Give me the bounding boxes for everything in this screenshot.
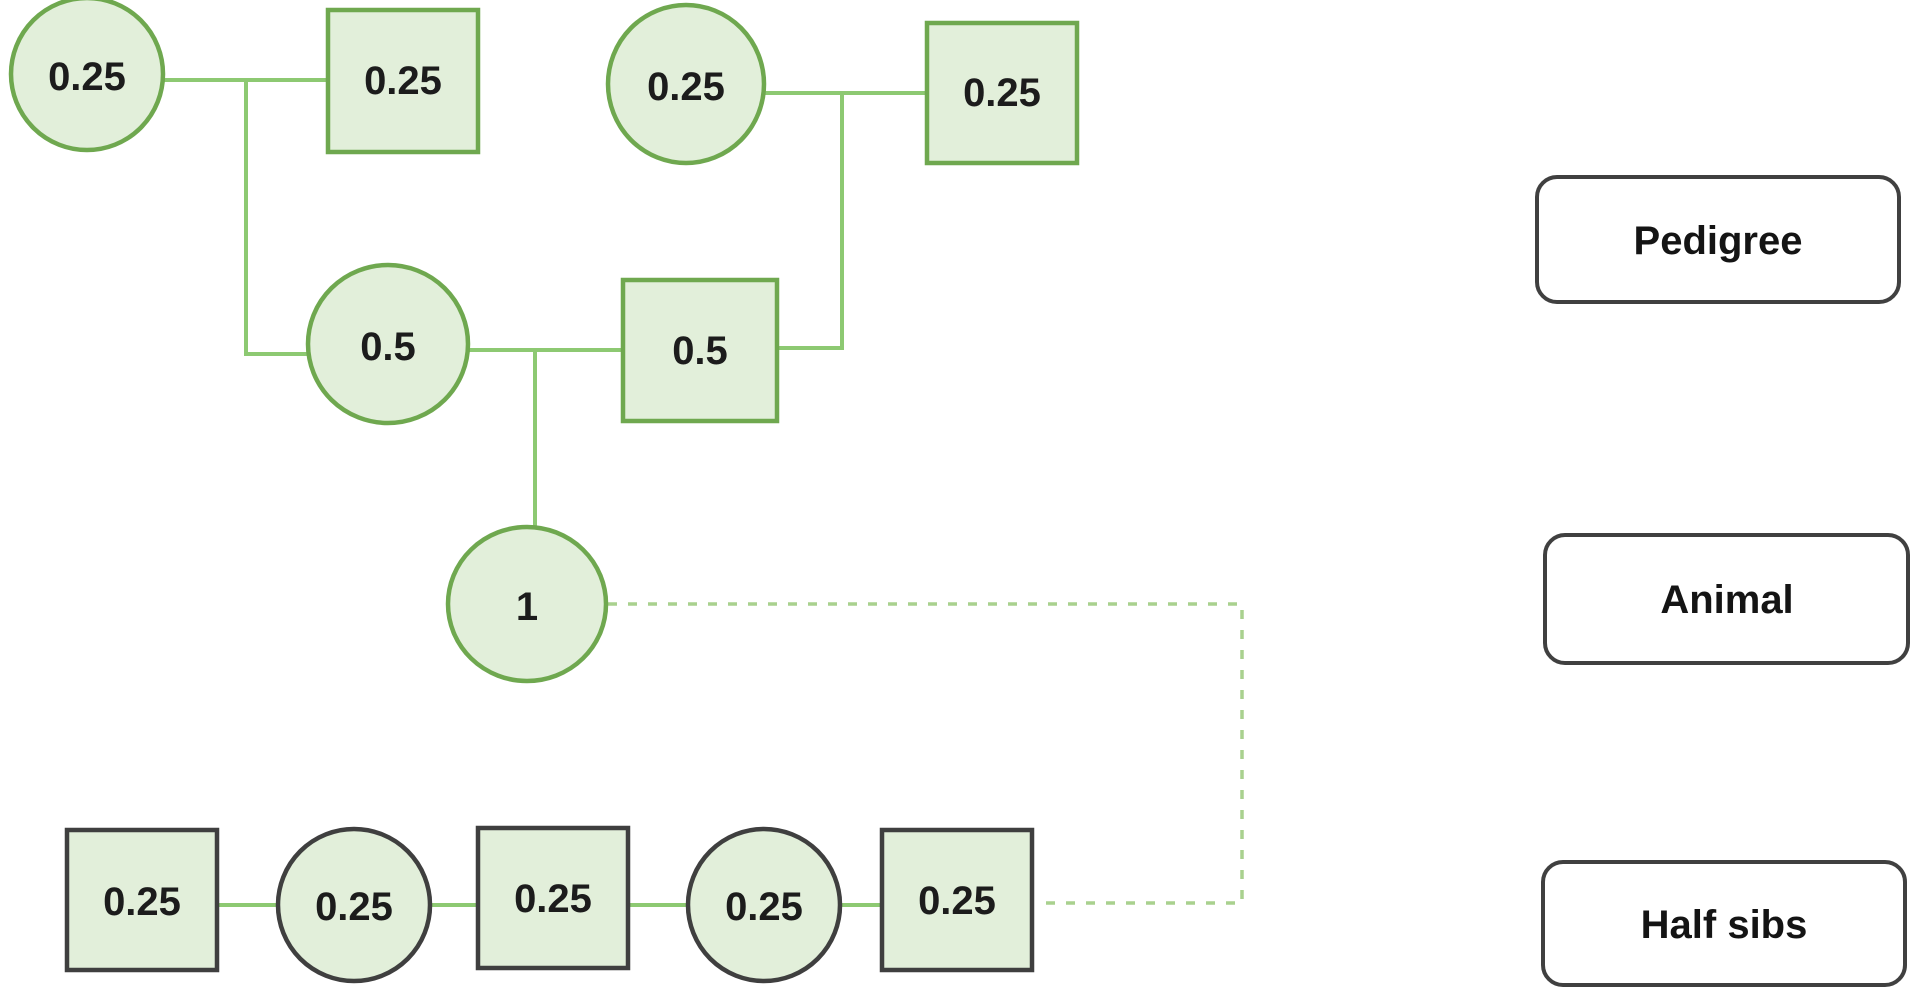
legend-pedigree-label: Pedigree — [1634, 219, 1803, 263]
legend-half-sibs-box — [1541, 860, 1907, 987]
halfsib-5-value: 0.25 — [918, 879, 996, 923]
legend-animal-box — [1543, 533, 1910, 665]
pedigree-connectors — [164, 78, 927, 530]
gen1-dam-left-circle — [8, 0, 166, 153]
gen1-sire-left-value: 0.25 — [364, 59, 442, 103]
legend-animal-label: Animal — [1660, 578, 1793, 622]
descent-line-left-pair — [244, 80, 309, 356]
pedigree-section: 0.25 0.25 0.25 0.25 0.5 0.5 1 — [8, 0, 1080, 684]
gen2-sire-square — [620, 277, 780, 424]
half-sibs-section: 0.25 0.25 0.25 0.25 0.25 — [64, 825, 1035, 984]
legend: Pedigree Animal Half sibs — [1535, 175, 1910, 987]
gen1-sire-right-square — [924, 20, 1080, 166]
gen2-sire-value: 0.5 — [672, 329, 728, 373]
gen1-sire-left-square — [325, 7, 481, 155]
gen2-dam-circle — [305, 262, 471, 426]
gen1-sire-right-value: 0.25 — [963, 71, 1041, 115]
halfsib-5-square — [879, 827, 1035, 973]
halfsib-1-value: 0.25 — [103, 880, 181, 924]
halfsib-3-square — [475, 825, 631, 971]
halfsib-3-value: 0.25 — [514, 877, 592, 921]
halfsib-4-circle — [685, 826, 843, 984]
halfsib-2-value: 0.25 — [315, 885, 393, 929]
gen1-dam-left-value: 0.25 — [48, 55, 126, 99]
animal-to-halfsibs-dashed-link — [608, 602, 1244, 905]
halfsib-1-square — [64, 827, 220, 973]
halfsib-4-value: 0.25 — [725, 885, 803, 929]
descent-line-right-pair — [779, 93, 844, 350]
halfsib-2-circle — [275, 826, 433, 984]
gen1-dam-right-value: 0.25 — [647, 65, 725, 109]
gen2-dam-value: 0.5 — [360, 325, 416, 369]
animal-circle — [445, 524, 609, 684]
legend-pedigree-box — [1535, 175, 1901, 304]
gen1-dam-right-circle — [605, 2, 767, 166]
animal-value: 1 — [516, 585, 538, 629]
legend-half-sibs-label: Half sibs — [1641, 903, 1808, 947]
